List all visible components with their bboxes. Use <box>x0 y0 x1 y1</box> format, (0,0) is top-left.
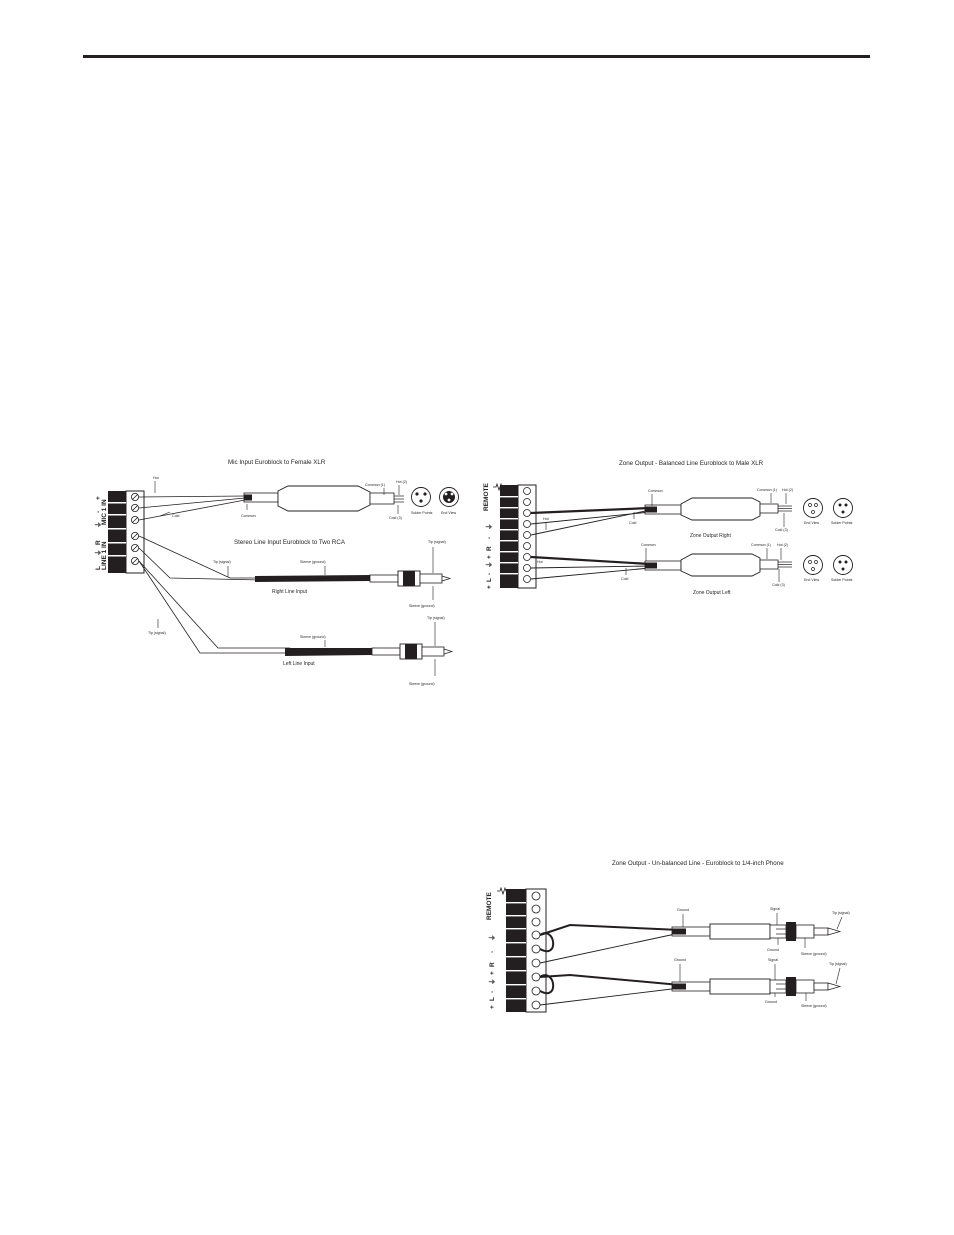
label-xlr-common: Common (1) <box>365 483 385 487</box>
label-sleeve-ground-left: Sleeve (ground) <box>300 635 326 639</box>
balanced-output-diagram: Zone Output - Balanced Line Euroblock to… <box>483 460 853 596</box>
label-tip-signal-rca2: Tip (signal) <box>427 616 445 620</box>
label-tip-signal-bottom: Tip (signal) <box>829 962 847 966</box>
label-xlr-cold-r: Cold (3) <box>775 528 788 532</box>
unbalanced-output-diagram: Zone Output - Un-balanced Line - Euroblo… <box>486 860 850 1013</box>
side-label-l-2: L <box>489 997 496 1001</box>
label-xlr-cold-l: Cold (3) <box>772 583 785 587</box>
label-end-view-r: End View <box>804 521 820 525</box>
label-ground-top2: Ground <box>767 948 779 952</box>
label-xlr-hot: Hot (2) <box>396 480 407 484</box>
side-label-r-ground-2: ⏚ <box>488 935 496 942</box>
side-label-l-plus-2: + <box>489 1005 496 1009</box>
side-label-l: L <box>95 566 102 570</box>
side-label-r-minus-2: - <box>489 951 496 953</box>
side-label-l-minus-2: - <box>489 991 496 993</box>
side-label-minus: - <box>95 511 102 513</box>
label-hot-top: Hot <box>543 517 549 521</box>
xlr-solder-view <box>411 487 431 507</box>
side-label-r-plus: + <box>486 555 493 559</box>
label-right-line-input: Right Line Input <box>272 589 308 595</box>
label-tip-signal-rca1: Tip (signal) <box>428 540 446 544</box>
xlr-end-view <box>439 487 459 507</box>
label-sleeve-ground-right: Sleeve (ground) <box>300 560 326 564</box>
side-label-r-2: R <box>489 962 496 967</box>
label-ground-bottom: Ground <box>674 958 686 962</box>
side-label-l-plus: + <box>486 585 493 589</box>
label-tip-signal-top: Tip (signal) <box>832 911 850 915</box>
side-label-l-minus: - <box>486 573 493 575</box>
label-sleeve-ground-rca1: Sleeve (ground) <box>409 604 435 608</box>
xlr-solder-view-right <box>833 498 853 518</box>
side-label-remote: REMOTE <box>483 483 490 511</box>
label-tip-signal-right: Tip (signal) <box>213 560 231 564</box>
balanced-output-title: Zone Output - Balanced Line Euroblock to… <box>619 460 764 467</box>
label-signal-top: Signal <box>770 907 780 911</box>
side-label-l: L <box>486 578 493 582</box>
side-label-l-ground-2: ⏚ <box>488 979 496 986</box>
label-zone-output-right: Zone Output Right <box>690 533 731 539</box>
stereo-line-input-diagram: Stereo Line Input Euroblock to Two RCA T… <box>138 535 454 686</box>
xlr-solder-view-left <box>833 555 853 575</box>
label-xlr-common-r: Common (1) <box>757 488 777 492</box>
xlr-end-view-left <box>803 555 823 575</box>
label-common: Common <box>241 514 256 518</box>
mic-input-diagram: Mic Input Euroblock to Female XLR L ⏚ R <box>94 459 459 574</box>
side-label-line1in: LINE 1 IN <box>101 541 108 570</box>
label-sleeve-ground-top: Sleeve (ground) <box>801 952 827 956</box>
label-solder-points-l: Solder Points <box>831 578 853 582</box>
label-cold-bottom: Cold <box>621 577 628 581</box>
label-hot: Hot <box>153 476 159 480</box>
xlr-end-view-right <box>803 498 823 518</box>
label-signal-bottom: Signal <box>768 958 778 962</box>
label-solder-points: Solder Points <box>411 511 433 515</box>
label-common-bottom: Common <box>641 543 656 547</box>
label-sleeve-ground-bottom: Sleeve (ground) <box>801 1004 827 1008</box>
header-rule <box>83 55 870 58</box>
label-cold: Cold <box>172 514 179 518</box>
euroblock-output-unbalanced <box>506 888 547 1013</box>
label-xlr-cold: Cold (3) <box>389 516 402 520</box>
label-end-view: End View <box>441 511 457 515</box>
side-label-r-ground: ⏚ <box>485 524 493 531</box>
side-label-mic-ground: ⏚ <box>94 522 102 529</box>
euroblock-input <box>108 490 145 574</box>
stereo-input-title: Stereo Line Input Euroblock to Two RCA <box>234 539 346 546</box>
label-ground-bottom2: Ground <box>765 1000 777 1004</box>
label-left-line-input: Left Line Input <box>283 661 315 667</box>
label-xlr-hot-l: Hot (2) <box>777 543 788 547</box>
side-label-mic1in: MIC 1 IN <box>101 499 108 525</box>
label-cold-top: Cold <box>629 521 636 525</box>
mic-input-title: Mic Input Euroblock to Female XLR <box>228 459 326 466</box>
side-label-l-ground: ⏚ <box>485 562 493 569</box>
side-label-ground: ⏚ <box>94 550 102 557</box>
side-label-remote-2: REMOTE <box>486 892 493 920</box>
label-tip-signal-left: Tip (signal) <box>148 631 166 635</box>
label-zone-output-left: Zone Output Left <box>693 590 731 596</box>
label-xlr-hot-r: Hot (2) <box>782 488 793 492</box>
side-label-r-plus-2: + <box>489 971 496 975</box>
euroblock-output-balanced <box>500 484 537 589</box>
side-label-r: R <box>486 546 493 551</box>
side-label-r: R <box>95 540 102 545</box>
label-solder-points-r: Solder Points <box>831 521 853 525</box>
label-common-top: Common <box>648 489 663 493</box>
side-label-r-minus: - <box>486 537 493 539</box>
side-label-plus: + <box>95 496 102 500</box>
label-sleeve-ground-rca2: Sleeve (ground) <box>409 682 435 686</box>
label-end-view-l: End View <box>804 578 820 582</box>
label-hot-bottom: Hot <box>537 560 543 564</box>
label-xlr-common-l: Common (1) <box>751 543 771 547</box>
label-ground-top: Ground <box>677 908 689 912</box>
unbalanced-output-title: Zone Output - Un-balanced Line - Euroblo… <box>612 860 784 867</box>
